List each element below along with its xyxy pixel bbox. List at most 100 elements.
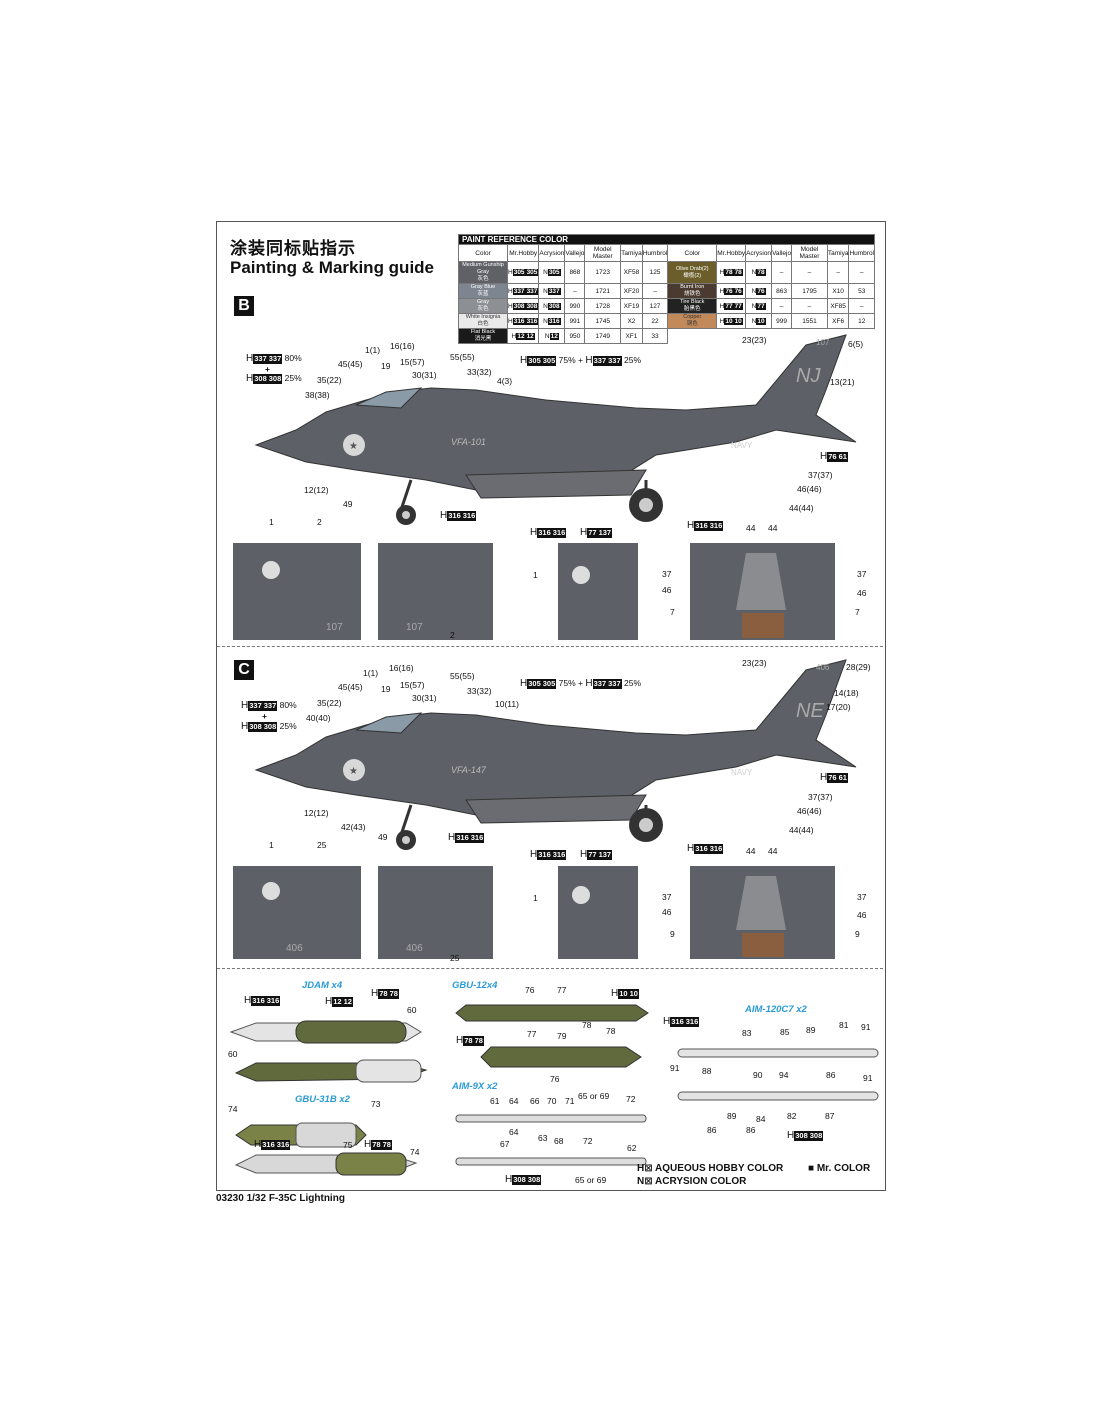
paint-value-humbrol: 127 xyxy=(641,298,669,314)
aim9-num-11: 72 xyxy=(583,1136,593,1146)
svg-text:★: ★ xyxy=(349,441,358,452)
c-callout-7: 33(32) xyxy=(467,686,492,696)
paint-code-acry: N305 xyxy=(538,261,566,284)
aim9-missiles xyxy=(455,1114,647,1166)
c-callout-2: 16(16) xyxy=(389,663,414,673)
paint-value-humbrol: – xyxy=(848,298,875,314)
paint-value-humbrol: 33 xyxy=(641,328,669,344)
b-callout-6: 55(55) xyxy=(450,352,475,362)
aim9-num-2: 66 xyxy=(530,1096,540,1106)
title-chinese: 涂装同标贴指示 xyxy=(230,239,356,258)
paint-col-header: Color xyxy=(667,244,718,262)
b-callout-14: 6(5) xyxy=(848,339,864,349)
paint-value-mm: 1745 xyxy=(584,313,622,329)
gbu31-name: GBU-31B x2 xyxy=(295,1094,350,1105)
filled-box-icon: ■ xyxy=(808,1163,815,1174)
aim120-num-16: 86 xyxy=(746,1125,756,1135)
svg-text:NAVY: NAVY xyxy=(731,768,753,777)
b-callout-7: 33(32) xyxy=(467,367,492,377)
jdam-name: JDAM x4 xyxy=(302,980,343,991)
b-detail-label-3: 2 xyxy=(450,630,455,640)
c-detail-label-2: 25 xyxy=(450,953,460,963)
paint-col-header: Tamiya xyxy=(826,244,850,262)
b-callout-11: 12(12) xyxy=(304,485,329,495)
paint-col-header: Humbrol xyxy=(848,244,875,262)
detail-panel-b1 xyxy=(233,543,361,640)
paint-code-acry: N337 xyxy=(538,283,566,299)
svg-text:406: 406 xyxy=(406,943,423,954)
b-detail-label-0: 1 xyxy=(269,517,274,527)
legend-mr-color: ■ Mr. COLOR xyxy=(808,1163,871,1174)
aim120-name: AIM-120C7 x2 xyxy=(745,1004,807,1015)
aim120-num-12: 84 xyxy=(756,1114,766,1124)
gbu31-num-0: 74 xyxy=(228,1104,238,1114)
aim120-num-8: 91 xyxy=(863,1073,873,1083)
c-callout-5: 30(31) xyxy=(412,693,437,703)
paint-code-acry: N316 xyxy=(538,313,566,329)
b-callout-10: 38(38) xyxy=(305,390,330,400)
paint-value-vallejo: 990 xyxy=(564,298,586,314)
c-callout-17: 17(20) xyxy=(826,702,851,712)
c-callout-1: 1(1) xyxy=(363,668,379,678)
svg-text:NAVY: NAVY xyxy=(731,441,753,450)
c-detail-label-6: 37 xyxy=(662,892,672,902)
detail-panel-c3 xyxy=(558,866,638,959)
aim120-num-2: 89 xyxy=(806,1025,816,1035)
detail-panel-c2 xyxy=(378,866,493,959)
section-c-drawing: ★ NE 406 VFA-147 NAVY 406 406 xyxy=(233,659,857,959)
aim9-num-13: 65 or 69 xyxy=(575,1175,607,1185)
aim120-num-7: 86 xyxy=(826,1070,836,1080)
b-callout-2: 16(16) xyxy=(390,341,415,351)
box-icon: ⊠ xyxy=(644,1163,653,1174)
paint-value-vallejo: – xyxy=(771,261,793,284)
paint-col-header: Model Master xyxy=(584,244,622,262)
svg-text:406: 406 xyxy=(816,663,830,672)
gbu31-num-1: 73 xyxy=(371,1099,381,1109)
paint-value-mm: 1551 xyxy=(791,313,828,329)
aim9-name: AIM-9X x2 xyxy=(452,1081,498,1092)
c-detail-label-7: 46 xyxy=(662,907,672,917)
b-detail-label-6: 37 xyxy=(662,569,672,579)
paint-value-mm: 1795 xyxy=(791,283,828,299)
aim9-num-0: 61 xyxy=(490,1096,500,1106)
c-callout-19: 46(46) xyxy=(797,806,822,816)
c-callout-12: 42(43) xyxy=(341,822,366,832)
b-callout-4: 15(57) xyxy=(400,357,425,367)
c-callout-0: 45(45) xyxy=(338,682,363,692)
gbu12-num-5: 78 xyxy=(582,1020,592,1030)
b-detail-label-10: 46 xyxy=(857,588,867,598)
jdam-num-0: 60 xyxy=(407,1005,417,1015)
aim120-num-3: 81 xyxy=(839,1020,849,1030)
paint-col-header: Mr.Hobby xyxy=(506,244,540,262)
aircraft-profile-b: ★ NJ 107 VFA-101 NAVY xyxy=(254,334,857,525)
aim120-num-14: 87 xyxy=(825,1111,835,1121)
box-icon: ⊠ xyxy=(644,1176,653,1187)
c-detail-label-11: 9 xyxy=(855,929,860,939)
paint-col-header: Vallejo xyxy=(564,244,586,262)
paint-col-header: Color xyxy=(458,244,508,262)
section-b-drawing: ★ NJ 107 VFA-101 NAVY 107 107 xyxy=(233,334,857,640)
title-english: Painting & Marking guide xyxy=(230,258,435,277)
c-callout-18: 37(37) xyxy=(808,792,833,802)
legend-aqueous: H⊠ AQUEOUS HOBBY COLOR xyxy=(637,1163,784,1174)
c-detail-label-5: 44 xyxy=(768,846,778,856)
aim9-num-3: 70 xyxy=(547,1096,557,1106)
paint-value-tamiya: XF6 xyxy=(826,313,850,329)
detail-panel-b3 xyxy=(558,543,638,640)
c-callout-14: 23(23) xyxy=(742,658,767,668)
aim120-num-15: 86 xyxy=(707,1125,717,1135)
